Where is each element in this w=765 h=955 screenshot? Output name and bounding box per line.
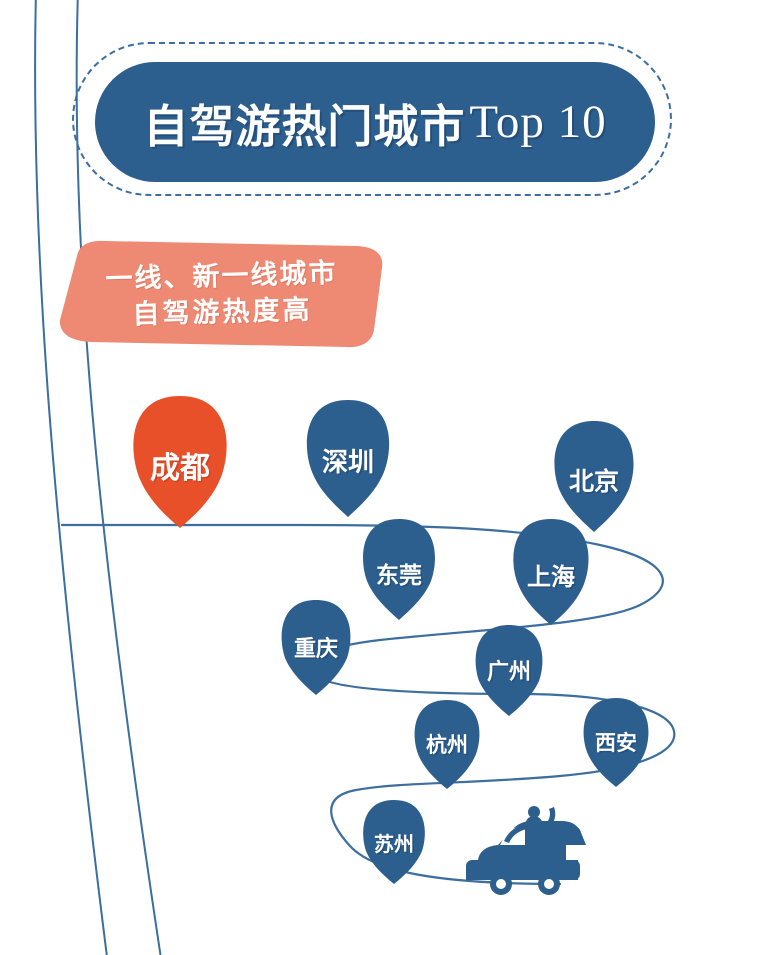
pin-suzhou[interactable] xyxy=(363,800,425,884)
subtitle-text-block: 一线、新一线城市 自驾游热度高 xyxy=(56,233,389,354)
title-text-cn: 自驾游热门城市 xyxy=(143,100,466,152)
pin-chongqing[interactable] xyxy=(281,600,351,695)
pin-chengdu[interactable] xyxy=(133,396,227,528)
subtitle-banner-shape xyxy=(59,240,383,348)
pin-dongguan[interactable] xyxy=(363,519,435,620)
pin-hangzhou[interactable] xyxy=(414,700,480,789)
subtitle-line-2: 自驾游热度高 xyxy=(132,294,313,330)
pin-beijing[interactable] xyxy=(554,421,634,532)
title-dashed-outline xyxy=(72,42,672,196)
left-road-line-outer xyxy=(34,0,108,955)
pin-shenzhen[interactable] xyxy=(306,400,390,517)
pin-guangzhou[interactable] xyxy=(475,625,543,716)
pin-shanghai[interactable] xyxy=(513,519,589,625)
title-text-en: Top 10 xyxy=(469,96,607,148)
car-with-person-icon xyxy=(466,806,586,895)
subtitle-banner: 一线、新一线城市 自驾游热度高 xyxy=(57,238,387,350)
road-main-path xyxy=(60,523,676,886)
title-pill: 自驾游热门城市 Top 10 xyxy=(95,62,655,182)
pin-xian[interactable] xyxy=(583,698,649,787)
poster-title: 自驾游热门城市 Top 10 xyxy=(72,42,672,196)
